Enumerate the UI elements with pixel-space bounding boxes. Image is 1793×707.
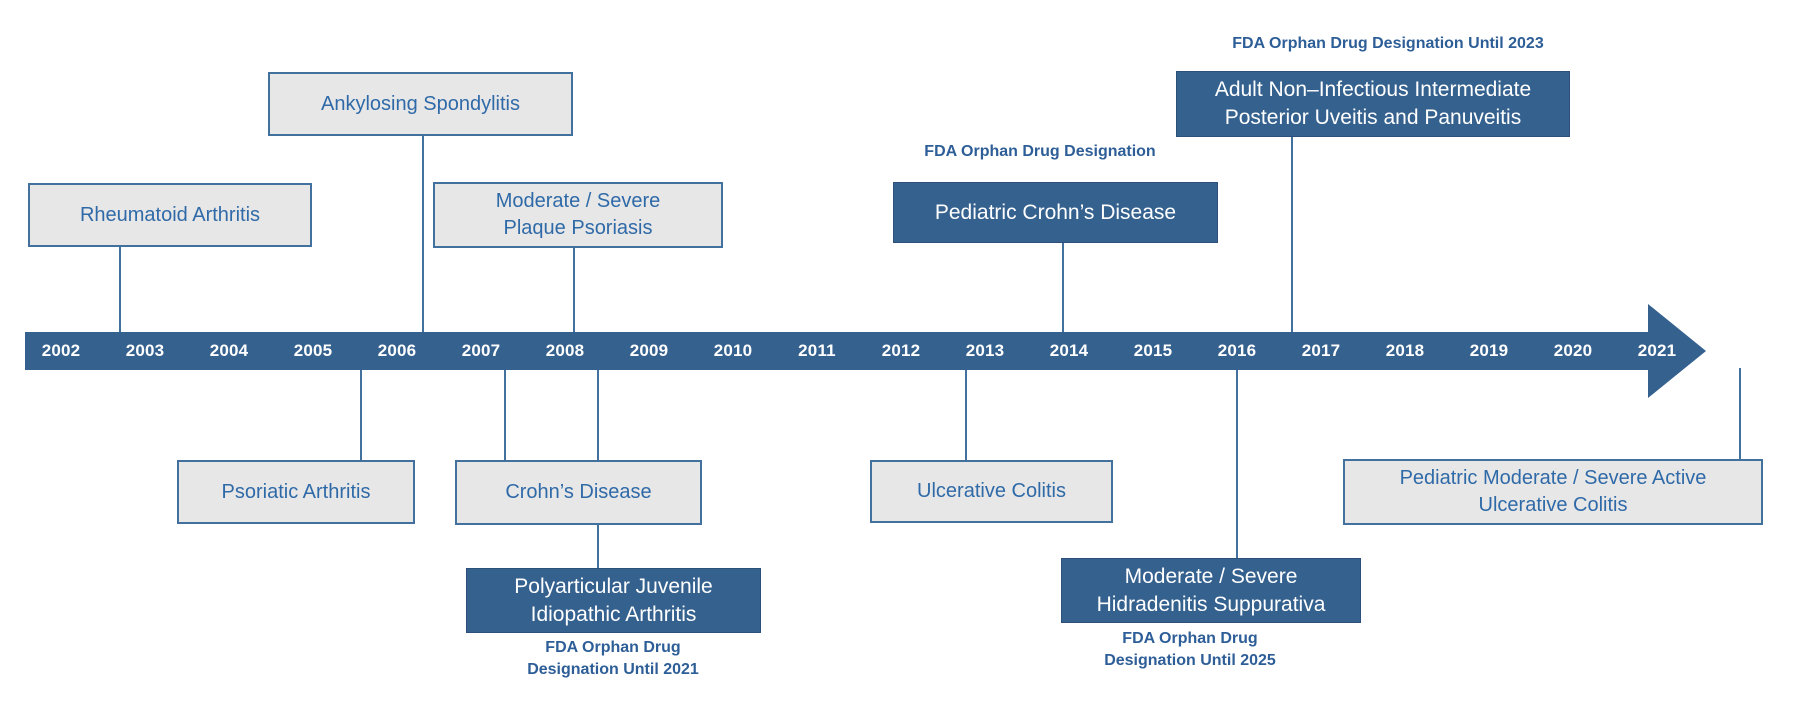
- year-label: 2004: [209, 341, 249, 360]
- connector-line: [573, 247, 575, 334]
- year-label: 2003: [125, 341, 165, 360]
- indication-label: Moderate / Severe: [1124, 564, 1298, 588]
- indication-label: Ankylosing Spondylitis: [321, 92, 520, 115]
- indication-label: Pediatric Crohn’s Disease: [934, 200, 1177, 224]
- year-label: 2002: [41, 341, 81, 360]
- connector-line: [119, 246, 121, 334]
- year-label: 2005: [293, 341, 333, 360]
- indication-label: Crohn’s Disease: [505, 481, 652, 503]
- year-label: 2015: [1133, 341, 1173, 360]
- indication-label: Ulcerative Colitis: [1478, 494, 1628, 516]
- indication-box-ankylosing-spondylitis: Ankylosing Spondylitis: [268, 72, 573, 136]
- indication-label: Adult Non–Infectious Intermediate: [1214, 78, 1532, 101]
- indication-box-ulcerative-colitis: Ulcerative Colitis: [870, 460, 1113, 523]
- fda-note-line: FDA Orphan Drug: [1122, 630, 1258, 647]
- indication-label: Psoriatic Arthritis: [221, 480, 371, 503]
- indication-box-psoriatic-arthritis: Psoriatic Arthritis: [177, 460, 415, 524]
- indication-box-rheumatoid-arthritis: Rheumatoid Arthritis: [28, 183, 312, 247]
- fda-note-line: Designation Until 2021: [527, 661, 699, 678]
- connector-line: [1062, 242, 1064, 334]
- year-label: 2009: [629, 341, 669, 360]
- year-label: 2014: [1049, 341, 1089, 360]
- year-label: 2007: [461, 341, 501, 360]
- indication-label: Posterior Uveitis and Panuveitis: [1224, 106, 1522, 129]
- timeline-bar: [25, 332, 1648, 370]
- indication-label: Moderate / Severe: [495, 190, 661, 212]
- indication-box-pediatric-crohns-disease: Pediatric Crohn’s Disease: [893, 182, 1218, 243]
- fda-note-line: FDA Orphan Drug: [545, 639, 681, 656]
- year-label: 2010: [713, 341, 753, 360]
- indication-label: Plaque Psoriasis: [503, 217, 653, 239]
- year-label: 2012: [881, 341, 921, 360]
- indication-label: Ulcerative Colitis: [917, 480, 1066, 502]
- year-label: 2021: [1637, 341, 1677, 360]
- year-label: 2019: [1469, 341, 1509, 360]
- fda-note-line: Designation Until 2025: [1104, 652, 1276, 669]
- year-label: 2017: [1301, 341, 1341, 360]
- connector-line: [1739, 368, 1741, 460]
- year-label: 2020: [1553, 341, 1593, 360]
- year-label: 2008: [545, 341, 585, 360]
- indication-label: Polyarticular Juvenile: [514, 574, 713, 598]
- indication-label: Pediatric Moderate / Severe Active: [1399, 467, 1707, 489]
- indication-label: Rheumatoid Arthritis: [79, 203, 261, 226]
- fda-note-adult-uveitis-panuveitis: FDA Orphan Drug Designation Until 2023: [1232, 33, 1543, 55]
- fda-note-line: FDA Orphan Drug Designation: [924, 143, 1156, 160]
- timeline-arrowhead-icon: [1648, 304, 1706, 398]
- connector-line: [360, 368, 362, 461]
- indication-label: Idiopathic Arthritis: [530, 602, 697, 626]
- connector-line: [422, 135, 424, 334]
- fda-note-line: FDA Orphan Drug Designation Until 2023: [1232, 35, 1544, 52]
- year-label: 2013: [965, 341, 1005, 360]
- year-label: 2011: [798, 341, 836, 360]
- year-label: 2006: [377, 341, 417, 360]
- connector-line: [965, 368, 967, 461]
- indication-label: Hidradenitis Suppurativa: [1096, 592, 1326, 616]
- fda-note-pediatric-crohns-disease: FDA Orphan Drug Designation: [924, 141, 1155, 163]
- connector-line: [504, 368, 506, 461]
- connector-line: [1291, 136, 1293, 334]
- year-label: 2018: [1385, 341, 1425, 360]
- year-label: 2016: [1217, 341, 1257, 360]
- indication-box-crohns-disease: Crohn’s Disease: [455, 460, 702, 525]
- connector-line: [1236, 368, 1238, 559]
